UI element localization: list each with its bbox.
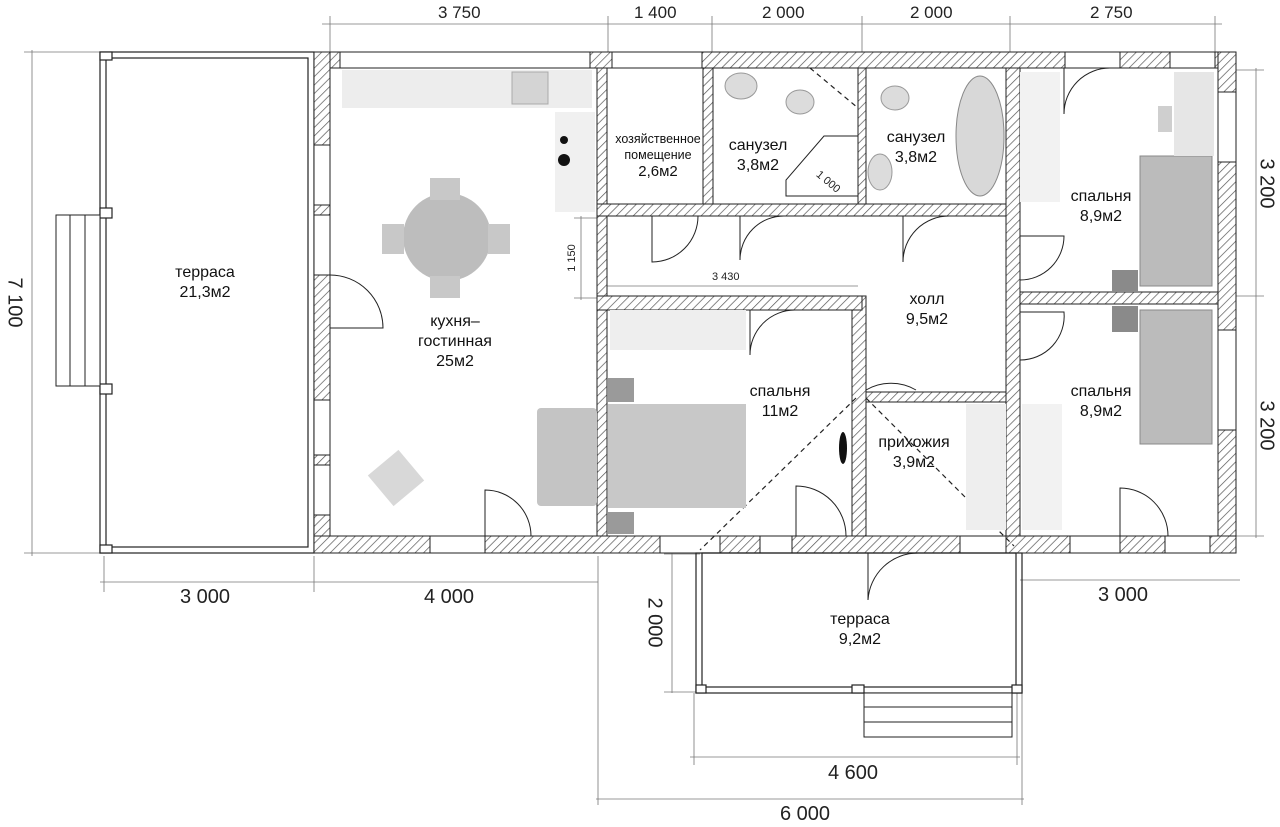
room-name: терраса <box>830 611 890 628</box>
room-label-hall: холл 9,5м2 <box>887 290 967 330</box>
room-area: 8,9м2 <box>1079 403 1123 420</box>
dim-right-lower: 3 200 <box>1255 400 1278 451</box>
room-label-terrace-left: терраса 21,3м2 <box>160 263 250 303</box>
room-area: 8,9м2 <box>1079 208 1123 225</box>
dim-left-total: 7 100 <box>3 277 26 328</box>
room-label-bedroom-top: спальня 8,9м2 <box>1056 187 1146 227</box>
dim-top-2: 1 400 <box>634 3 677 22</box>
room-area: 9,2м2 <box>838 631 882 648</box>
room-label-entrance: прихожия 3,9м2 <box>866 433 962 473</box>
kitchen-counter <box>342 70 592 108</box>
room-area: 3,8м2 <box>894 149 938 166</box>
dim-top-1: 3 750 <box>438 3 481 22</box>
toilet <box>785 89 815 115</box>
room-area: 2,6м2 <box>638 163 678 181</box>
door-handle <box>839 432 847 464</box>
room-name: санузел <box>886 129 946 146</box>
dim-bottom-right: 3 000 <box>1098 584 1149 606</box>
dim-top-5: 2 750 <box>1090 3 1133 22</box>
bathtub <box>955 75 1005 197</box>
terrace-bottom-steps <box>863 692 1013 738</box>
bed-bottom <box>1139 309 1213 445</box>
sink-2 <box>867 153 893 191</box>
shower <box>785 135 859 197</box>
dim-corridor-width: 1 150 <box>566 244 578 272</box>
dim-bottom-total: 6 000 <box>780 803 831 825</box>
bed-top <box>1139 155 1213 287</box>
room-area: 25м2 <box>436 353 474 370</box>
room-label-bedroom-bottom: спальня 8,9м2 <box>1056 382 1146 422</box>
room-area: 3,8м2 <box>736 157 780 174</box>
room-name: спальня <box>749 383 811 400</box>
room-label-utility: хозяйственное помещение 2,6м2 <box>607 132 709 182</box>
dim-bottom-left: 3 000 <box>180 586 231 608</box>
walls <box>313 51 1237 554</box>
bathroom-sink <box>724 72 758 100</box>
room-name: спальня <box>1070 383 1132 400</box>
dim-bedroom-width: 3 430 <box>712 271 740 283</box>
room-label-bath1: санузел 3,8м2 <box>718 136 798 176</box>
room-area: 3,9м2 <box>892 454 936 471</box>
room-area: 9,5м2 <box>905 311 949 328</box>
dining-table <box>403 193 491 281</box>
room-name: спальня <box>1070 188 1132 205</box>
dim-top-4: 2 000 <box>910 3 953 22</box>
sink <box>511 71 549 105</box>
toilet-2 <box>880 85 910 111</box>
doors <box>329 67 1169 601</box>
room-name: гостинная <box>418 333 492 350</box>
room-name: санузел <box>728 137 788 154</box>
dim-terrace-width: 4 600 <box>828 762 879 784</box>
room-name: хозяйственное <box>615 132 701 146</box>
room-name: кухня– <box>430 313 480 330</box>
room-name: холл <box>909 291 945 308</box>
dim-bottom-kitchen: 4 000 <box>424 586 475 608</box>
terrace-left-steps <box>55 214 101 387</box>
sofa <box>537 408 597 506</box>
room-name: помещение <box>624 147 692 162</box>
dim-top-3: 2 000 <box>762 3 805 22</box>
room-label-bath2: санузел 3,8м2 <box>876 128 956 168</box>
furniture <box>342 70 1214 534</box>
double-bed <box>608 404 746 508</box>
room-area: 21,3м2 <box>179 284 231 301</box>
room-name: прихожия <box>878 434 950 451</box>
room-label-terrace-bottom: терраса 9,2м2 <box>815 610 905 650</box>
room-label-bedroom-mid: спальня 11м2 <box>737 382 823 422</box>
room-name: терраса <box>175 264 235 281</box>
dim-terrace-depth: 2 000 <box>643 597 666 648</box>
room-area: 11м2 <box>761 403 799 420</box>
dim-right-upper: 3 200 <box>1255 158 1278 209</box>
armchair <box>367 449 425 507</box>
room-label-kitchen: кухня– гостинная 25м2 <box>400 312 510 372</box>
terrace-bottom-frame <box>695 552 1023 694</box>
